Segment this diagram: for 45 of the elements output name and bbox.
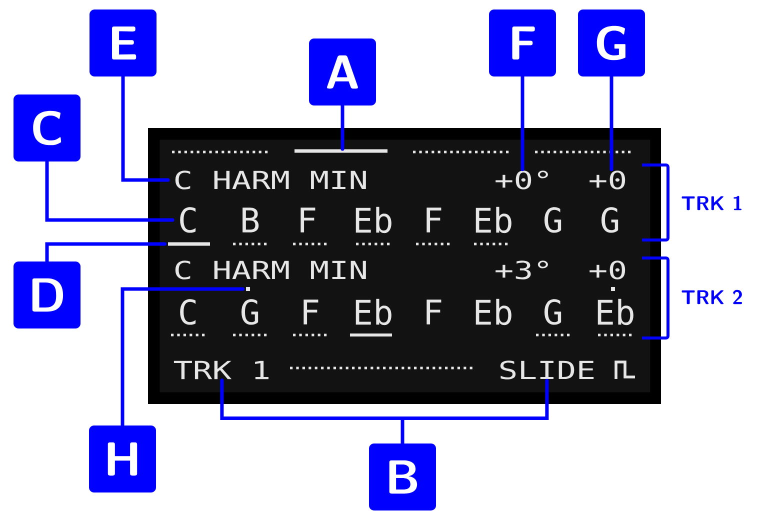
note-name: C [180, 299, 196, 325]
callout-letter: B [369, 444, 436, 510]
note-name: C [180, 207, 196, 233]
note-name: F [426, 208, 442, 232]
leader-line [45, 242, 167, 264]
note-name: G [544, 207, 562, 233]
underline [168, 242, 210, 246]
leader-line [220, 378, 549, 446]
leader-line [120, 287, 245, 428]
leader-line [45, 160, 174, 222]
screen-text: C HARM MIN [175, 170, 366, 190]
track-label: TRK 2 [682, 290, 742, 304]
track-label: TRK 1 [682, 196, 742, 210]
note-name: G [602, 207, 618, 233]
screen-text: C HARM MIN [175, 260, 366, 280]
leader-line [121, 74, 170, 182]
leader-line [610, 74, 614, 172]
leader-line [520, 74, 524, 172]
note-name: F [300, 208, 316, 232]
callout-letter: G [578, 10, 645, 76]
bar [294, 149, 388, 153]
note-name: G [544, 299, 562, 325]
callout-letter: D [14, 262, 80, 328]
note-name: G [242, 299, 258, 325]
note-name: B [242, 208, 259, 232]
note-name: Eb [598, 298, 634, 326]
callout-letter: C [14, 94, 80, 162]
note-name: Eb [356, 298, 392, 326]
note-name: Eb [476, 298, 512, 326]
callout-letter: H [89, 426, 156, 492]
leader-line [340, 104, 344, 151]
note-name: Eb [476, 206, 512, 234]
callout-letter: E [90, 10, 156, 76]
callout-letter: F [489, 10, 556, 76]
screen-text: +3° [496, 260, 548, 280]
note-name: F [426, 300, 442, 324]
note-name: Eb [356, 206, 392, 234]
screen-text: +0 [590, 260, 626, 280]
screen-text: TRK 1 [174, 360, 268, 380]
display-screen [148, 128, 661, 404]
callout-letter: A [309, 38, 376, 106]
note-name: F [304, 300, 318, 324]
screen-text: +0° [496, 170, 548, 190]
screen-text: SLIDE [500, 360, 594, 380]
screen-text: +0 [590, 170, 626, 190]
